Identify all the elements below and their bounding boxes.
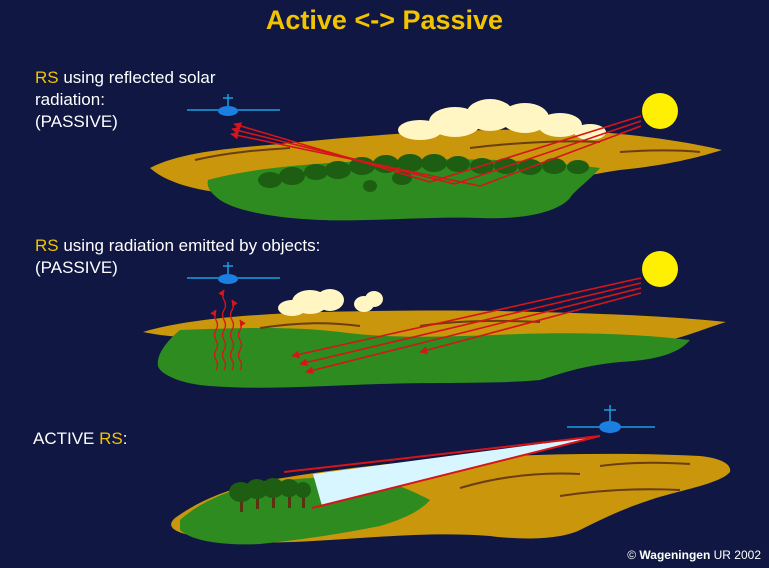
panel3-trees — [229, 478, 311, 512]
credit-org: Wageningen — [639, 548, 711, 562]
panel3-label-suffix: : — [122, 429, 128, 448]
panel3-beam-edge-top — [283, 435, 601, 473]
panel1-sun-icon — [642, 93, 678, 129]
copyright-credit: © Wageningen UR 2002 — [627, 548, 761, 562]
panel1-field-lines — [194, 140, 701, 161]
panel2-emitted-waves — [210, 289, 246, 371]
credit-rest: UR 2002 — [710, 548, 761, 562]
panel3-label-prefix: ACTIVE — [33, 429, 100, 448]
panel3-field-lines — [459, 461, 691, 497]
panel2-sun-icon — [642, 251, 678, 287]
panel2-label-line2: (PASSIVE) — [35, 258, 118, 277]
panel2-green-land — [157, 328, 690, 388]
panel1-rays — [230, 115, 642, 187]
panel1-cloud — [398, 99, 606, 140]
panel3-scene — [171, 405, 731, 545]
panel3-satellite-icon — [567, 405, 655, 433]
panel1-scene — [150, 93, 722, 221]
panel2-label-line1: using radiation emitted by objects: — [58, 236, 321, 255]
panel3-beam-edge-bottom — [311, 435, 601, 509]
panel1-label: RS using reflected solar radiation: (PAS… — [35, 67, 216, 133]
panel2-satellite-icon — [187, 262, 280, 284]
panel1-label-line2: radiation: — [35, 90, 105, 109]
panel1-forest — [258, 154, 589, 192]
panel2-scene — [143, 251, 726, 388]
panel3-label: ACTIVE RS: — [33, 428, 127, 450]
panel2-label: RS using radiation emitted by objects: (… — [35, 235, 320, 279]
page-title: Active <-> Passive — [265, 5, 504, 35]
copyright-symbol: © — [627, 548, 637, 562]
panel2-label-rs: RS — [35, 236, 59, 255]
panel2-cloud-large — [278, 289, 344, 316]
panel2-rays — [291, 277, 642, 375]
panel1-label-line3: (PASSIVE) — [35, 112, 118, 131]
panel1-label-rs: RS — [35, 68, 59, 87]
panel2-cloud-small — [354, 291, 383, 312]
panel3-label-rs: RS — [99, 429, 123, 448]
panel1-label-line1: using reflected solar — [58, 68, 216, 87]
panel1-satellite-icon — [187, 94, 280, 116]
